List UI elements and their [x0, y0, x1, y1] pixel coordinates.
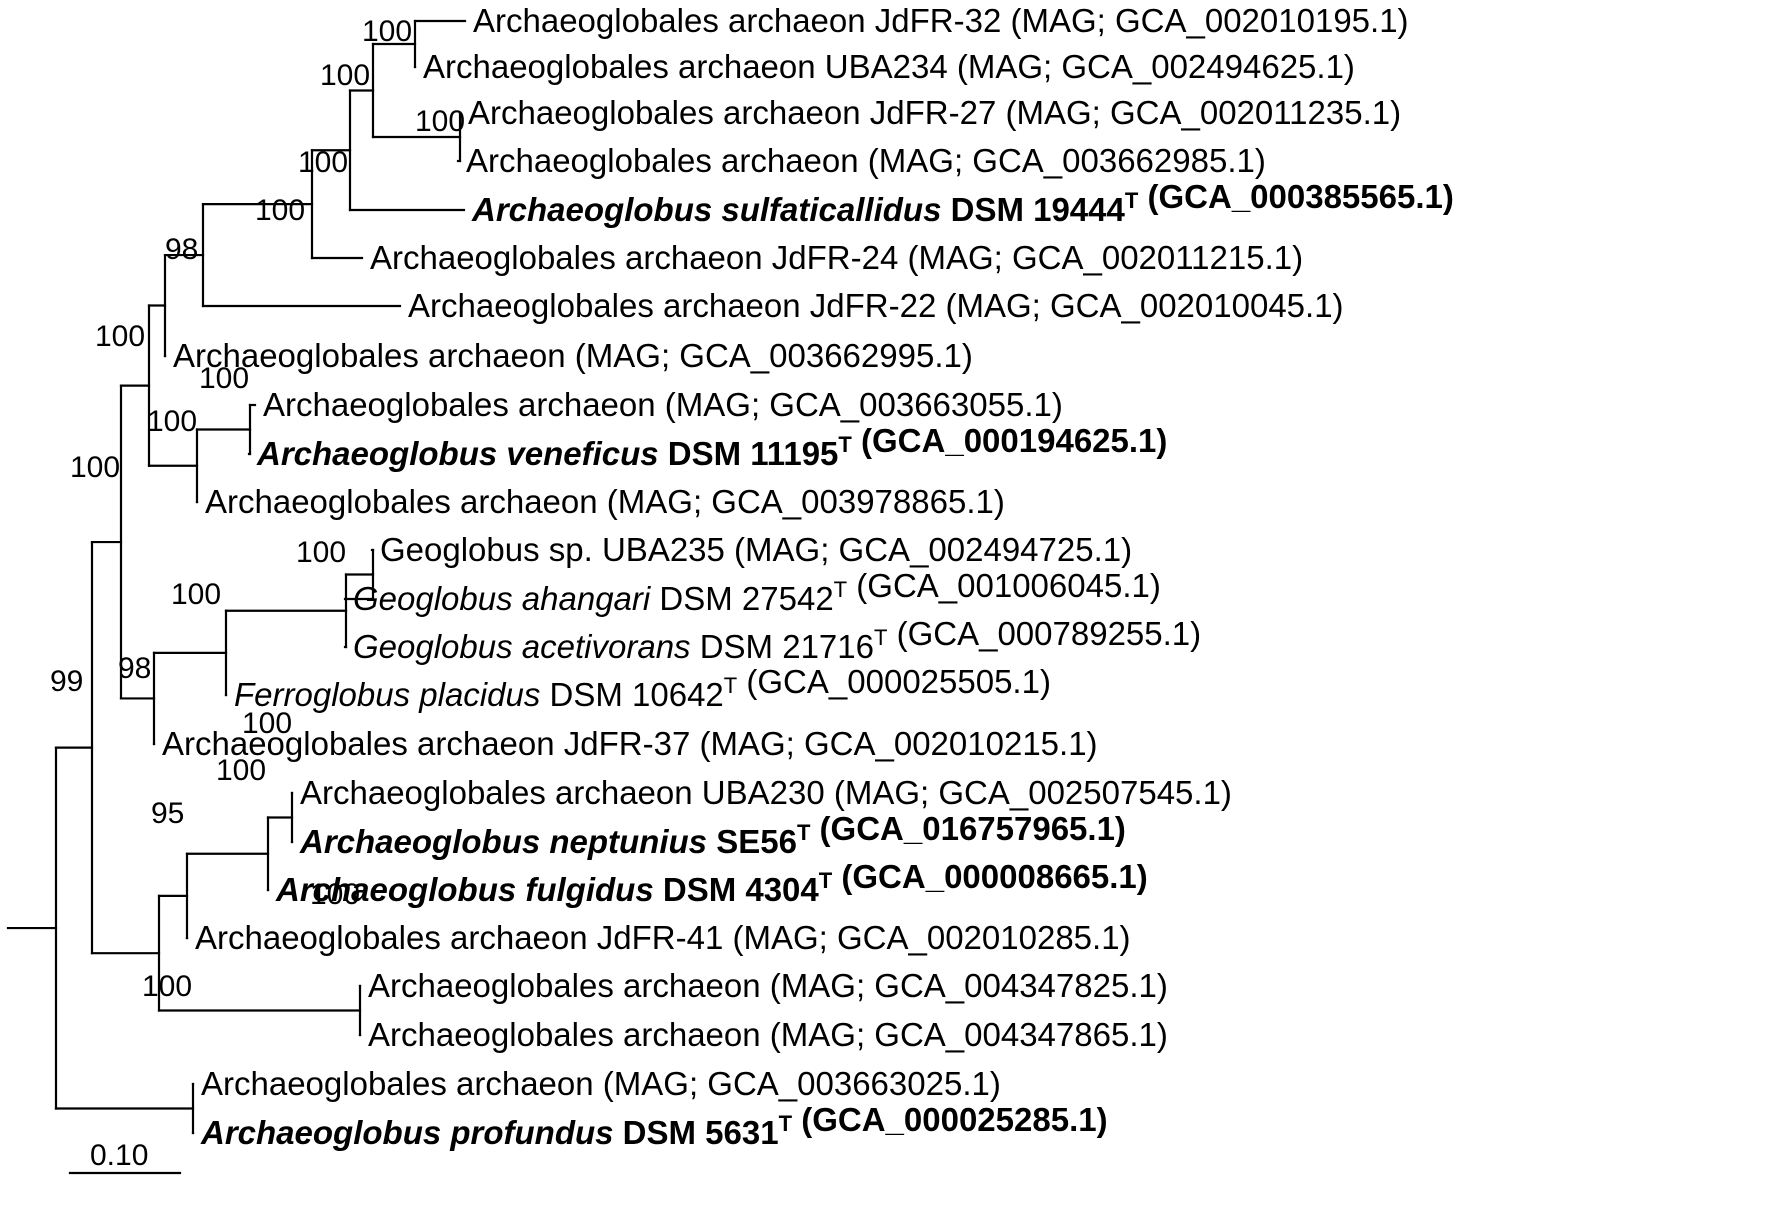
- type-strain-superscript: T: [874, 625, 887, 650]
- leaf-label: Archaeoglobales archaeon (MAG; GCA_00397…: [205, 483, 1005, 520]
- bootstrap-value: 100: [142, 970, 192, 1003]
- bootstrap-value: 100: [199, 362, 249, 395]
- type-strain-superscript: T: [1125, 188, 1139, 213]
- taxon-name: Archaeoglobus profundus: [200, 1114, 614, 1151]
- leaf-text: (GCA_000789255.1): [887, 615, 1201, 652]
- leaf-label: Archaeoglobales archaeon JdFR-22 (MAG; G…: [408, 287, 1344, 324]
- leaf-label: Archaeoglobales archaeon (MAG; GCA_00366…: [201, 1065, 1001, 1102]
- leaf-text: Archaeoglobales archaeon (MAG; GCA_00366…: [466, 142, 1266, 179]
- leaf-text: SE56: [707, 823, 797, 860]
- bootstrap-value: 95: [151, 797, 184, 830]
- leaf-text: Archaeoglobales archaeon (MAG; GCA_00434…: [368, 1016, 1168, 1053]
- leaf-text: Archaeoglobales archaeon JdFR-22 (MAG; G…: [408, 287, 1344, 324]
- bootstrap-value: 98: [165, 233, 198, 266]
- leaf-label: Archaeoglobus fulgidus DSM 4304T (GCA_00…: [275, 858, 1148, 908]
- leaf-label: Archaeoglobales archaeon (MAG; GCA_00366…: [173, 337, 973, 374]
- leaf-text: Archaeoglobales archaeon UBA230 (MAG; GC…: [300, 774, 1232, 811]
- leaf-text: DSM 19444: [941, 191, 1125, 228]
- leaf-text: (GCA_000385565.1): [1138, 178, 1454, 215]
- leaf-label: Archaeoglobales archaeon UBA234 (MAG; GC…: [423, 48, 1355, 85]
- leaf-label: Archaeoglobales archaeon JdFR-32 (MAG; G…: [473, 2, 1409, 39]
- type-strain-superscript: T: [779, 1111, 793, 1136]
- leaf-label: Geoglobus sp. UBA235 (MAG; GCA_002494725…: [380, 531, 1132, 568]
- leaf-text: DSM 10642: [540, 676, 723, 713]
- taxon-name: Archaeoglobus fulgidus: [275, 871, 654, 908]
- leaf-text: (GCA_000025285.1): [792, 1101, 1108, 1138]
- bootstrap-value: 100: [310, 878, 360, 911]
- bootstrap-value: 100: [320, 59, 370, 92]
- taxon-name: Ferroglobus placidus: [234, 676, 540, 713]
- leaf-label: Geoglobus ahangari DSM 27542T (GCA_00100…: [353, 567, 1161, 617]
- type-strain-superscript: T: [819, 868, 833, 893]
- taxon-name: Archaeoglobus sulfaticallidus: [471, 191, 941, 228]
- leaf-label: Archaeoglobales archaeon JdFR-37 (MAG; G…: [162, 725, 1098, 762]
- leaf-label: Archaeoglobales archaeon (MAG; GCA_00434…: [368, 967, 1168, 1004]
- bootstrap-value: 100: [70, 451, 120, 484]
- leaf-label: Archaeoglobus neptunius SE56T (GCA_01675…: [299, 810, 1126, 860]
- bootstrap-value: 100: [296, 536, 346, 569]
- leaf-label: Archaeoglobales archaeon (MAG; GCA_00366…: [263, 386, 1063, 423]
- taxon-name: Archaeoglobus neptunius: [299, 823, 707, 860]
- leaf-text: Archaeoglobales archaeon JdFR-24 (MAG; G…: [370, 239, 1303, 276]
- leaf-label: Archaeoglobales archaeon JdFR-41 (MAG; G…: [195, 919, 1131, 956]
- leaf-text: DSM 27542: [650, 580, 833, 617]
- leaf-label: Ferroglobus placidus DSM 10642T (GCA_000…: [234, 663, 1051, 713]
- leaf-label: Archaeoglobales archaeon JdFR-27 (MAG; G…: [468, 94, 1401, 131]
- leaf-label: Archaeoglobus profundus DSM 5631T (GCA_0…: [200, 1101, 1108, 1151]
- type-strain-superscript: T: [834, 577, 847, 602]
- bootstrap-value: 98: [118, 652, 151, 685]
- leaf-label: Archaeoglobales archaeon JdFR-24 (MAG; G…: [370, 239, 1303, 276]
- taxon-name: Geoglobus ahangari: [353, 580, 652, 617]
- bootstrap-value: 100: [242, 707, 292, 740]
- leaf-text: DSM 5631: [614, 1114, 779, 1151]
- bootstrap-value: 100: [255, 194, 305, 227]
- leaf-text: Archaeoglobales archaeon JdFR-37 (MAG; G…: [162, 725, 1098, 762]
- leaf-text: (GCA_001006045.1): [847, 567, 1161, 604]
- leaf-text: (GCA_016757965.1): [810, 810, 1126, 847]
- leaf-text: Archaeoglobales archaeon (MAG; GCA_00434…: [368, 967, 1168, 1004]
- leaf-text: DSM 11195: [659, 435, 839, 472]
- leaf-text: (GCA_000008665.1): [832, 858, 1148, 895]
- leaf-text: DSM 21716: [691, 628, 874, 665]
- bootstrap-value: 99: [50, 665, 83, 698]
- leaf-label: Geoglobus acetivorans DSM 21716T (GCA_00…: [353, 615, 1201, 665]
- leaf-text: Archaeoglobales archaeon (MAG; GCA_00366…: [201, 1065, 1001, 1102]
- type-strain-superscript: T: [797, 820, 811, 845]
- leaf-text: Archaeoglobales archaeon (MAG; GCA_00366…: [173, 337, 973, 374]
- leaf-text: Archaeoglobales archaeon (MAG; GCA_00366…: [263, 386, 1063, 423]
- bootstrap-value: 100: [415, 105, 465, 138]
- type-strain-superscript: T: [724, 673, 737, 698]
- bootstrap-value: 100: [95, 320, 145, 353]
- bootstrap-value: 100: [298, 146, 348, 179]
- leaf-text: Archaeoglobales archaeon JdFR-27 (MAG; G…: [468, 94, 1401, 131]
- leaf-text: (GCA_000194625.1): [852, 422, 1168, 459]
- leaf-label: Archaeoglobus veneficus DSM 11195T (GCA_…: [256, 422, 1167, 472]
- leaf-label: Archaeoglobales archaeon UBA230 (MAG; GC…: [300, 774, 1232, 811]
- type-strain-superscript: T: [838, 432, 852, 457]
- leaf-label: Archaeoglobales archaeon (MAG; GCA_00366…: [466, 142, 1266, 179]
- bootstrap-value: 100: [216, 754, 266, 787]
- leaf-label: Archaeoglobus sulfaticallidus DSM 19444T…: [471, 178, 1454, 228]
- leaf-text: Archaeoglobales archaeon UBA234 (MAG; GC…: [423, 48, 1355, 85]
- scale-bar-label: 0.10: [90, 1139, 148, 1172]
- leaf-text: Geoglobus sp. UBA235 (MAG; GCA_002494725…: [380, 531, 1132, 568]
- bootstrap-value: 100: [362, 15, 412, 48]
- leaf-text: (GCA_000025505.1): [737, 663, 1051, 700]
- bootstrap-value: 100: [171, 578, 221, 611]
- bootstrap-value: 100: [147, 405, 197, 438]
- leaf-text: Archaeoglobales archaeon JdFR-41 (MAG; G…: [195, 919, 1131, 956]
- taxon-name: Archaeoglobus veneficus: [256, 435, 659, 472]
- leaf-text: DSM 4304: [654, 871, 820, 908]
- leaf-text: Archaeoglobales archaeon (MAG; GCA_00397…: [205, 483, 1005, 520]
- leaf-label: Archaeoglobales archaeon (MAG; GCA_00434…: [368, 1016, 1168, 1053]
- leaf-text: Archaeoglobales archaeon JdFR-32 (MAG; G…: [473, 2, 1409, 39]
- taxon-name: Geoglobus acetivorans: [353, 628, 691, 665]
